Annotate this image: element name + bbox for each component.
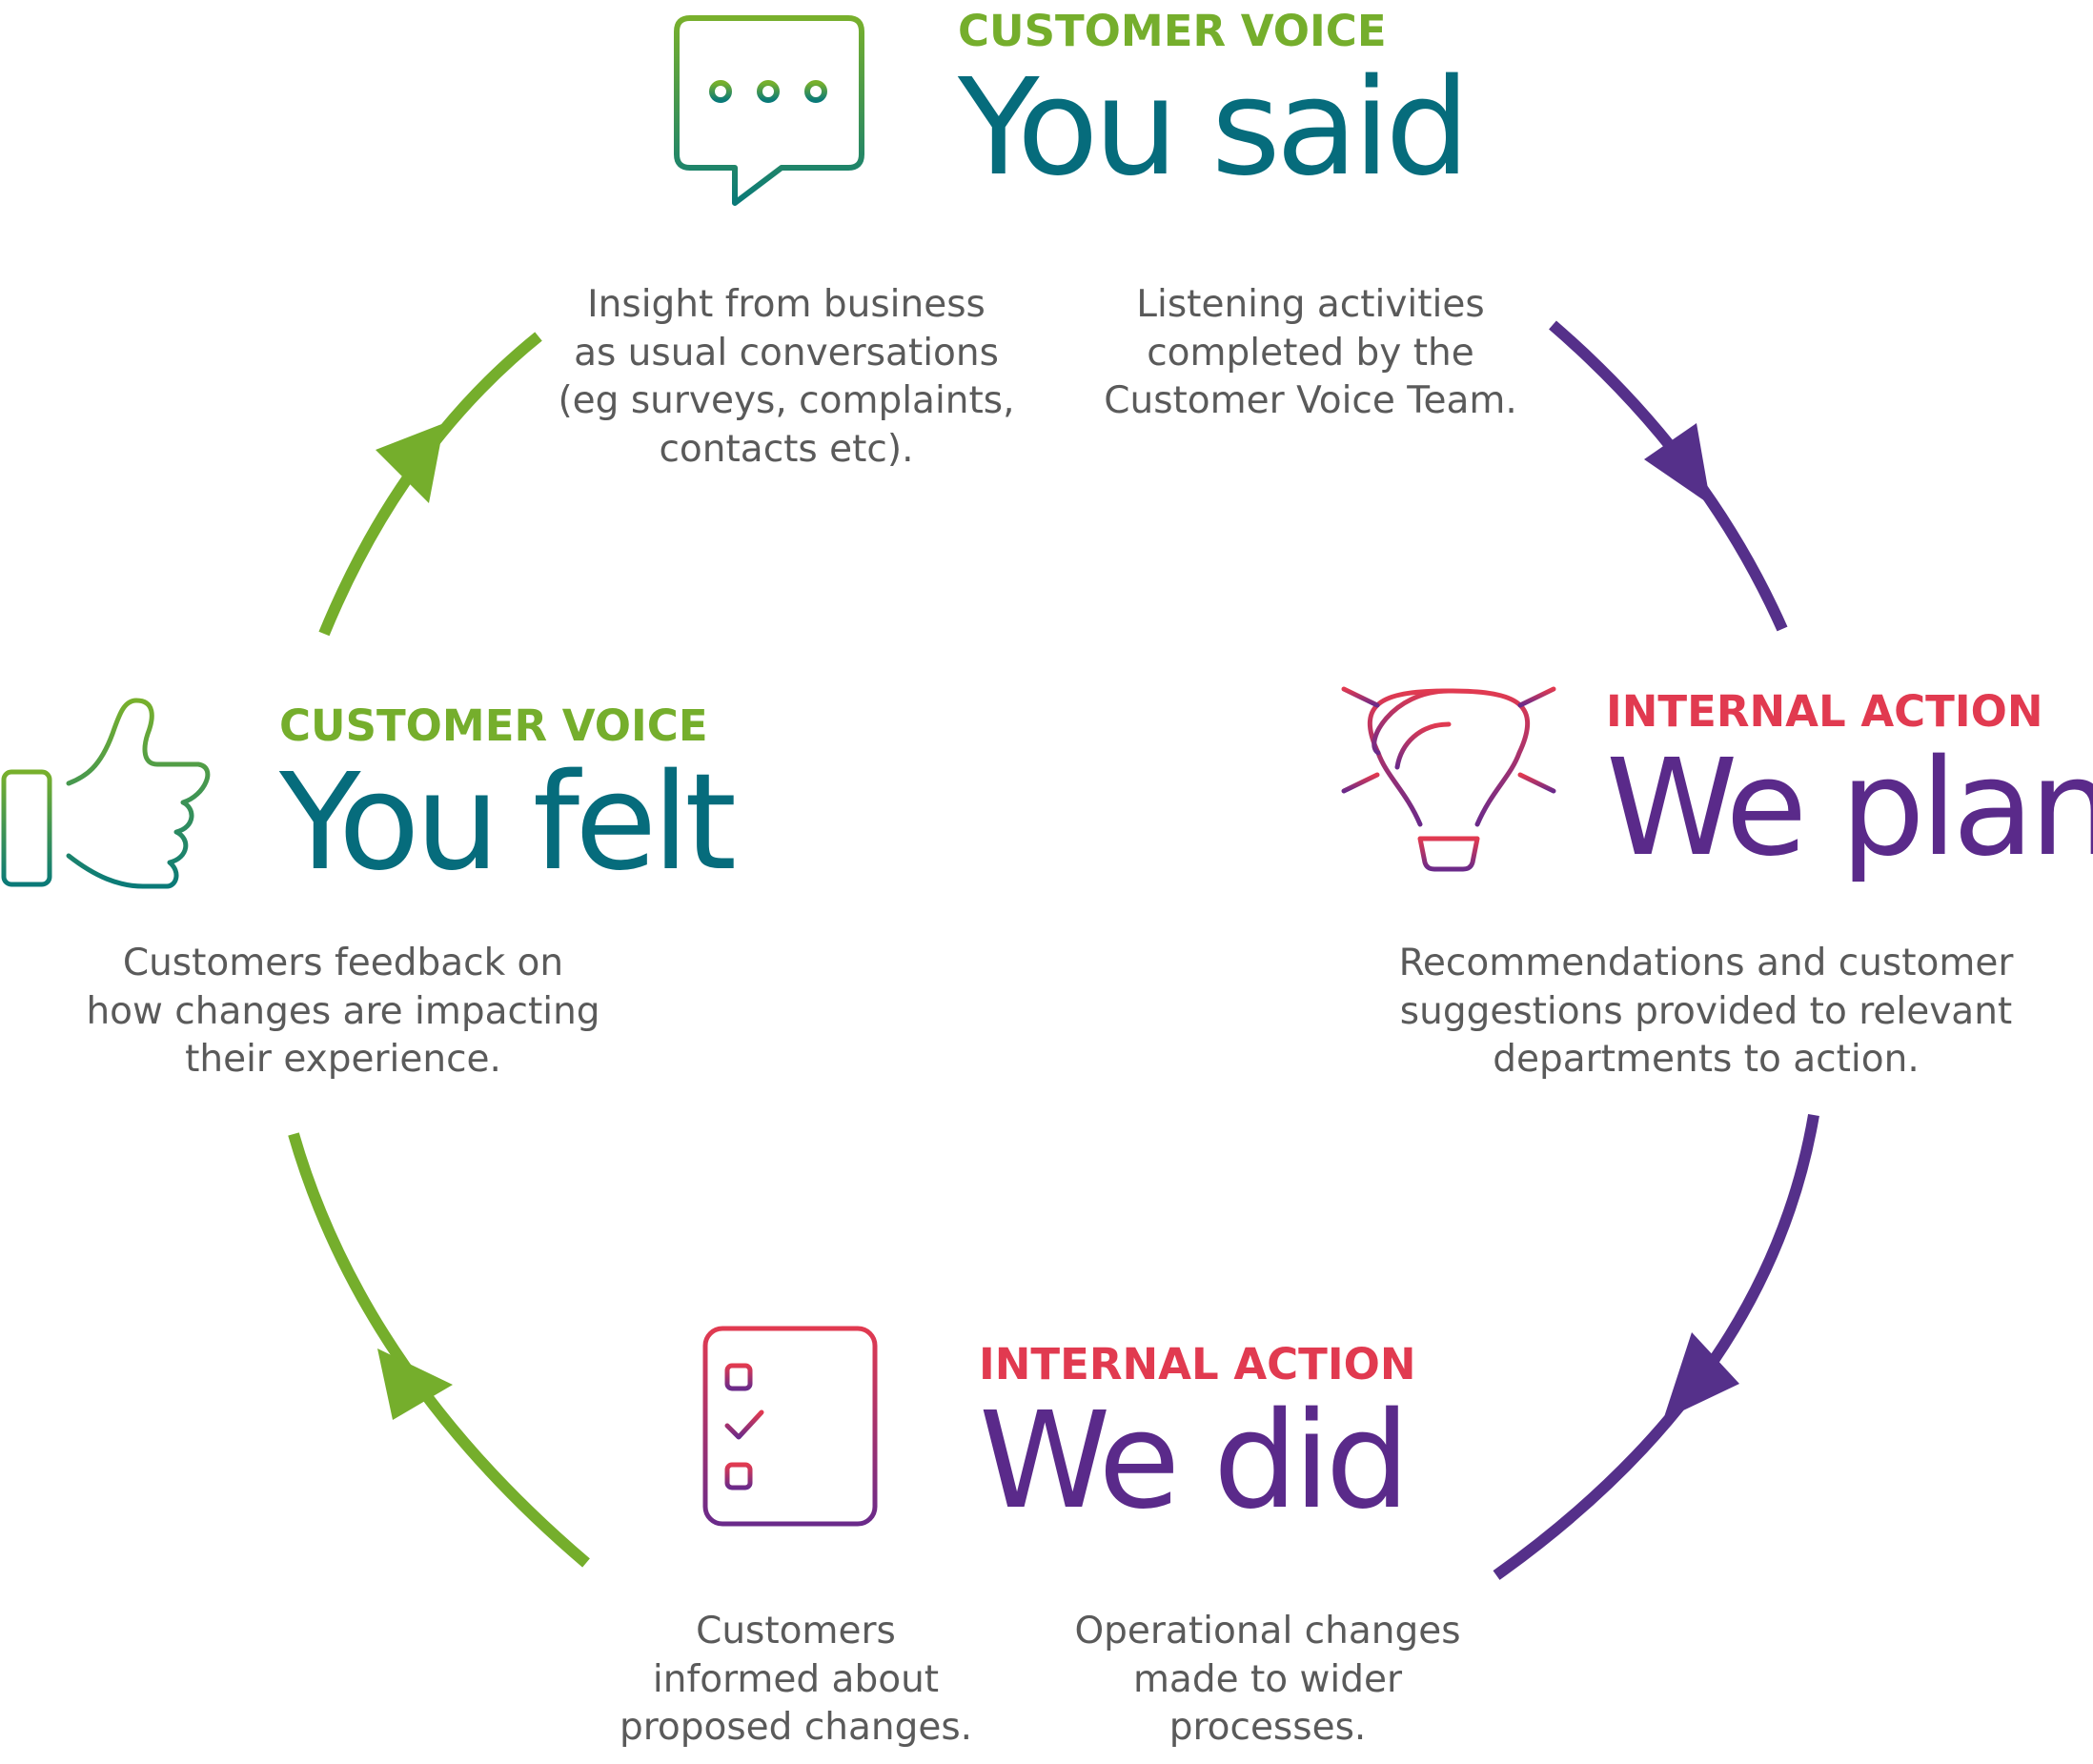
stage-title: We plan (1606, 731, 2093, 886)
description-line: Insight from business (587, 283, 986, 326)
description-line: suggestions provided to relevant (1399, 989, 2013, 1033)
arrow-arc-said-to-plan (1549, 320, 1788, 632)
description-line: informed about (652, 1657, 940, 1701)
description-line: Customers (696, 1610, 896, 1652)
stage-we-did: INTERNAL ACTION We did (979, 1339, 1416, 1529)
speech-bubble-icon (674, 15, 864, 206)
description-line: Recommendations and customer (1398, 942, 2014, 984)
stage-you-felt: CUSTOMER VOICE You felt (279, 700, 737, 901)
description-feedback: Customers feedback on how changes are im… (67, 940, 620, 1085)
stage-title: You said (958, 51, 1470, 206)
arrowhead-felt-to-said (376, 423, 444, 503)
description-line: Listening activities (1136, 283, 1485, 326)
description-line: processes. (1168, 1706, 1367, 1749)
stage-label: INTERNAL ACTION (1606, 686, 2043, 737)
description-line: Customer Voice Team. (1104, 379, 1517, 422)
description-line: contacts etc). (659, 427, 914, 471)
description-informed: Customers informed about proposed change… (596, 1608, 996, 1753)
stage-you-said: CUSTOMER VOICE You said (958, 6, 1470, 206)
arrowhead-said-to-plan (1644, 423, 1711, 505)
stage-label: CUSTOMER VOICE (279, 700, 708, 751)
description-line: made to wider (1132, 1657, 1403, 1701)
stage-title: We did (979, 1384, 1410, 1539)
description-line: departments to action. (1493, 1038, 1920, 1081)
description-operational: Operational changes made to wider proces… (1039, 1608, 1496, 1753)
description-recommendations: Recommendations and customer suggestions… (1372, 940, 2040, 1085)
description-line: proposed changes. (619, 1706, 973, 1749)
description-line: (eg surveys, complaints, (558, 379, 1015, 422)
description-line: how changes are impacting (86, 989, 600, 1033)
stage-label: CUSTOMER VOICE (958, 6, 1387, 56)
thumbs-up-icon (1, 698, 211, 889)
arrowhead-plan-to-did (1663, 1332, 1739, 1420)
description-line: their experience. (185, 1038, 501, 1081)
description-listening: Listening activities completed by the Cu… (1082, 281, 1539, 426)
description-line: completed by the (1147, 331, 1474, 375)
lightbulb-icon (1331, 686, 1566, 872)
description-line: Operational changes (1074, 1610, 1461, 1652)
arrow-arc-plan-to-did (1493, 1113, 1819, 1580)
description-line: Customers feedback on (122, 942, 564, 984)
stage-title: You felt (279, 745, 737, 901)
arrow-arc-did-to-felt (288, 1132, 590, 1568)
description-insight: Insight from business as usual conversat… (534, 281, 1039, 474)
checklist-icon (702, 1326, 878, 1527)
stage-label: INTERNAL ACTION (979, 1339, 1416, 1389)
stage-we-plan: INTERNAL ACTION We plan (1606, 686, 2093, 876)
description-line: as usual conversations (574, 331, 999, 375)
arrowhead-did-to-felt (377, 1348, 453, 1420)
